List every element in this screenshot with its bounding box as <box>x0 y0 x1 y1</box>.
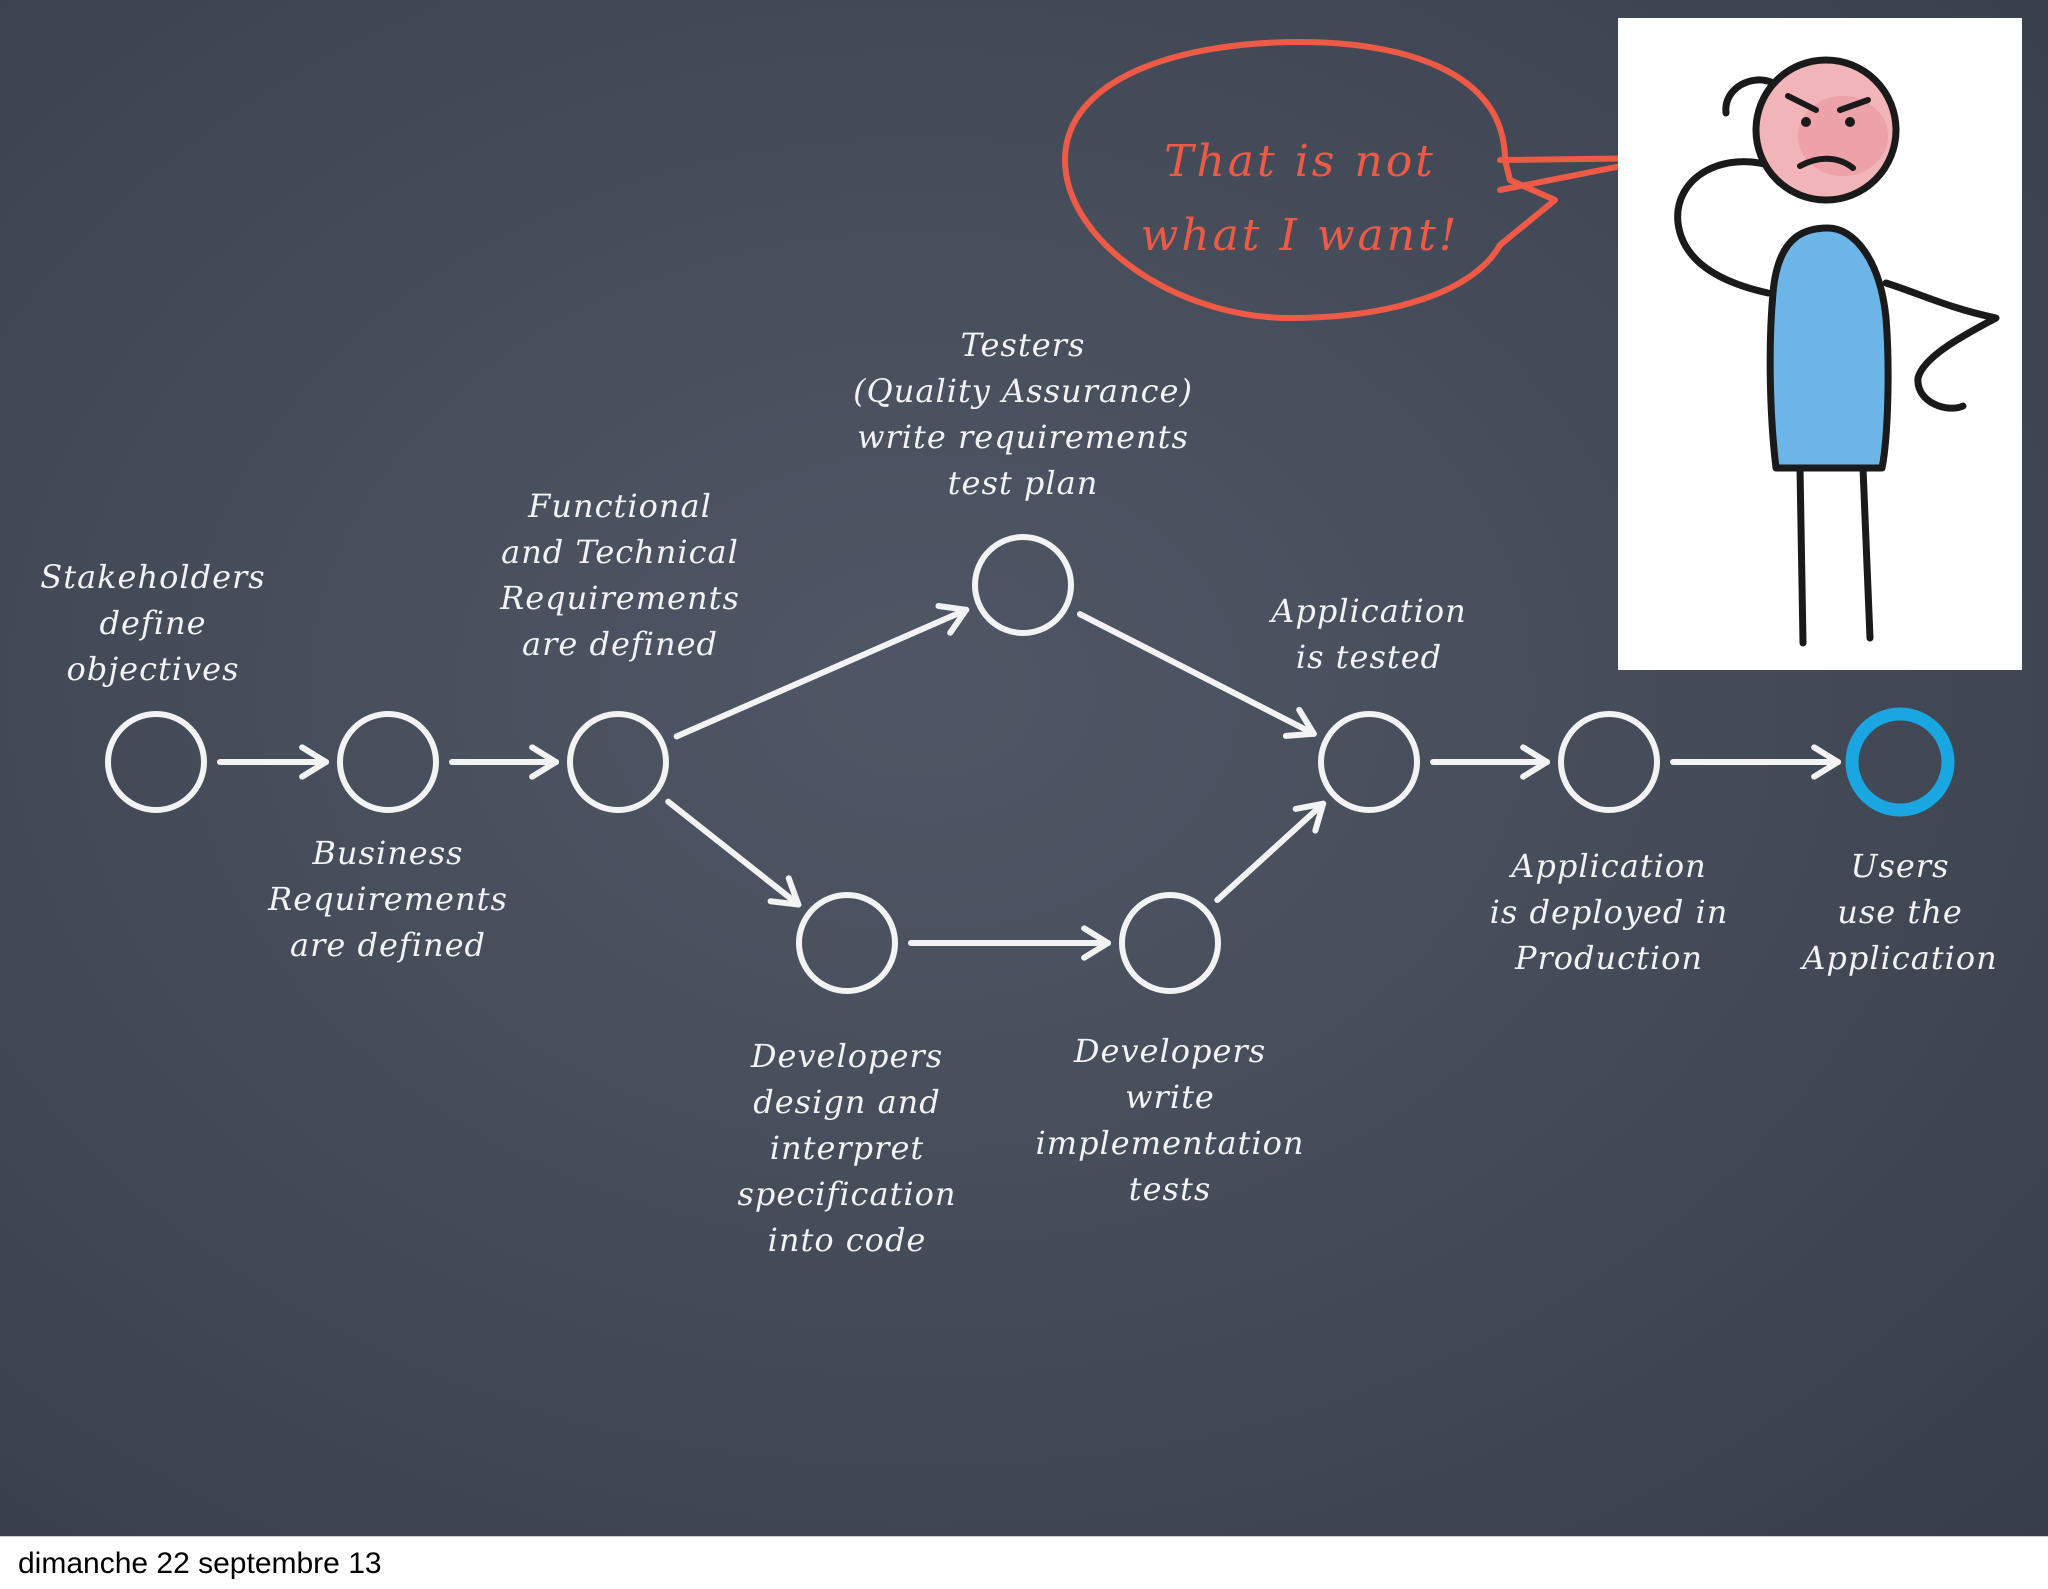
node-label-line: Developers <box>1073 1032 1267 1070</box>
arrow-deployed-to-users <box>1670 744 1841 780</box>
node-label-line: Requirements <box>268 880 508 918</box>
node-label-line: Developers <box>750 1037 944 1075</box>
node-label-testers: Testers (Quality Assurance) write requirem… <box>853 322 1193 506</box>
node-testers <box>972 534 1074 636</box>
node-label-design: Developers design and interpret specificati… <box>737 1033 956 1263</box>
node-label-tested: Application is tested <box>1271 588 1467 680</box>
node-label-line: define <box>99 604 207 642</box>
node-label-line: Application <box>1802 939 1998 977</box>
edges-layer <box>217 602 1841 961</box>
arrow-design-to-impl-tests <box>908 925 1111 961</box>
node-label-line: Testers <box>960 326 1086 364</box>
node-label-line: Functional <box>528 487 712 525</box>
node-label-line: interpret <box>769 1129 925 1167</box>
node-label-line: Application <box>1511 847 1707 885</box>
footer: dimanche 22 septembre 13 <box>0 1536 2048 1589</box>
node-label-line: are defined <box>521 625 719 663</box>
node-label-line: test plan <box>947 464 1099 502</box>
node-impl-tests <box>1119 892 1221 994</box>
node-label-line: objectives <box>66 650 240 688</box>
speech-line-2: what I want! <box>1140 210 1460 261</box>
node-stakeholders <box>105 711 207 813</box>
node-label-line: Users <box>1850 847 1950 885</box>
node-label-line: write <box>1125 1078 1215 1116</box>
node-label-line: implementation <box>1035 1124 1305 1162</box>
arrow-tested-to-deployed <box>1430 744 1550 780</box>
node-label-line: design and <box>753 1083 941 1121</box>
node-label-line: Application <box>1271 592 1467 630</box>
arrow-impl-tests-to-tested <box>1214 800 1327 903</box>
speech-line-1: That is not <box>1164 136 1436 187</box>
node-label-line: into code <box>767 1221 927 1259</box>
node-users <box>1845 707 1955 817</box>
node-label-line: (Quality Assurance) <box>853 372 1193 410</box>
node-business <box>337 711 439 813</box>
arrow-functional-to-design <box>665 798 802 908</box>
nodes-layer <box>105 534 1955 994</box>
node-label-line: is tested <box>1295 638 1443 676</box>
node-label-line: are defined <box>289 926 487 964</box>
node-label-deployed: Application is deployed in Production <box>1490 843 1729 981</box>
stick-figure-icon <box>1674 56 2000 647</box>
confused-person-illustration <box>1618 18 2022 670</box>
node-label-stakeholders: Stakeholders define objectives <box>40 554 265 692</box>
arrow-business-to-functional <box>449 744 559 780</box>
node-label-line: Business <box>312 834 464 872</box>
footer-date: dimanche 22 septembre 13 <box>18 1547 382 1580</box>
arrow-testers-to-tested <box>1076 611 1317 739</box>
node-label-line: Production <box>1514 939 1704 977</box>
node-label-line: tests <box>1128 1170 1212 1208</box>
node-tested <box>1318 711 1420 813</box>
node-functional <box>567 711 669 813</box>
node-label-line: and Technical <box>501 533 739 571</box>
node-label-line: Requirements <box>500 579 740 617</box>
arrow-stakeholders-to-business <box>217 744 329 780</box>
speech-text: That is not what I want! <box>1141 125 1460 273</box>
node-design <box>796 892 898 994</box>
arrow-functional-to-testers <box>673 602 970 740</box>
node-label-impl-tests: Developers write implementation tests <box>1035 1028 1304 1212</box>
node-label-line: is deployed in <box>1489 893 1729 931</box>
node-label-line: write requirements <box>857 418 1189 456</box>
node-label-line: specification <box>737 1175 957 1213</box>
node-label-line: use the <box>1837 893 1963 931</box>
flow-diagram <box>105 534 1955 994</box>
node-label-line: Stakeholders <box>40 558 266 596</box>
node-deployed <box>1558 711 1660 813</box>
